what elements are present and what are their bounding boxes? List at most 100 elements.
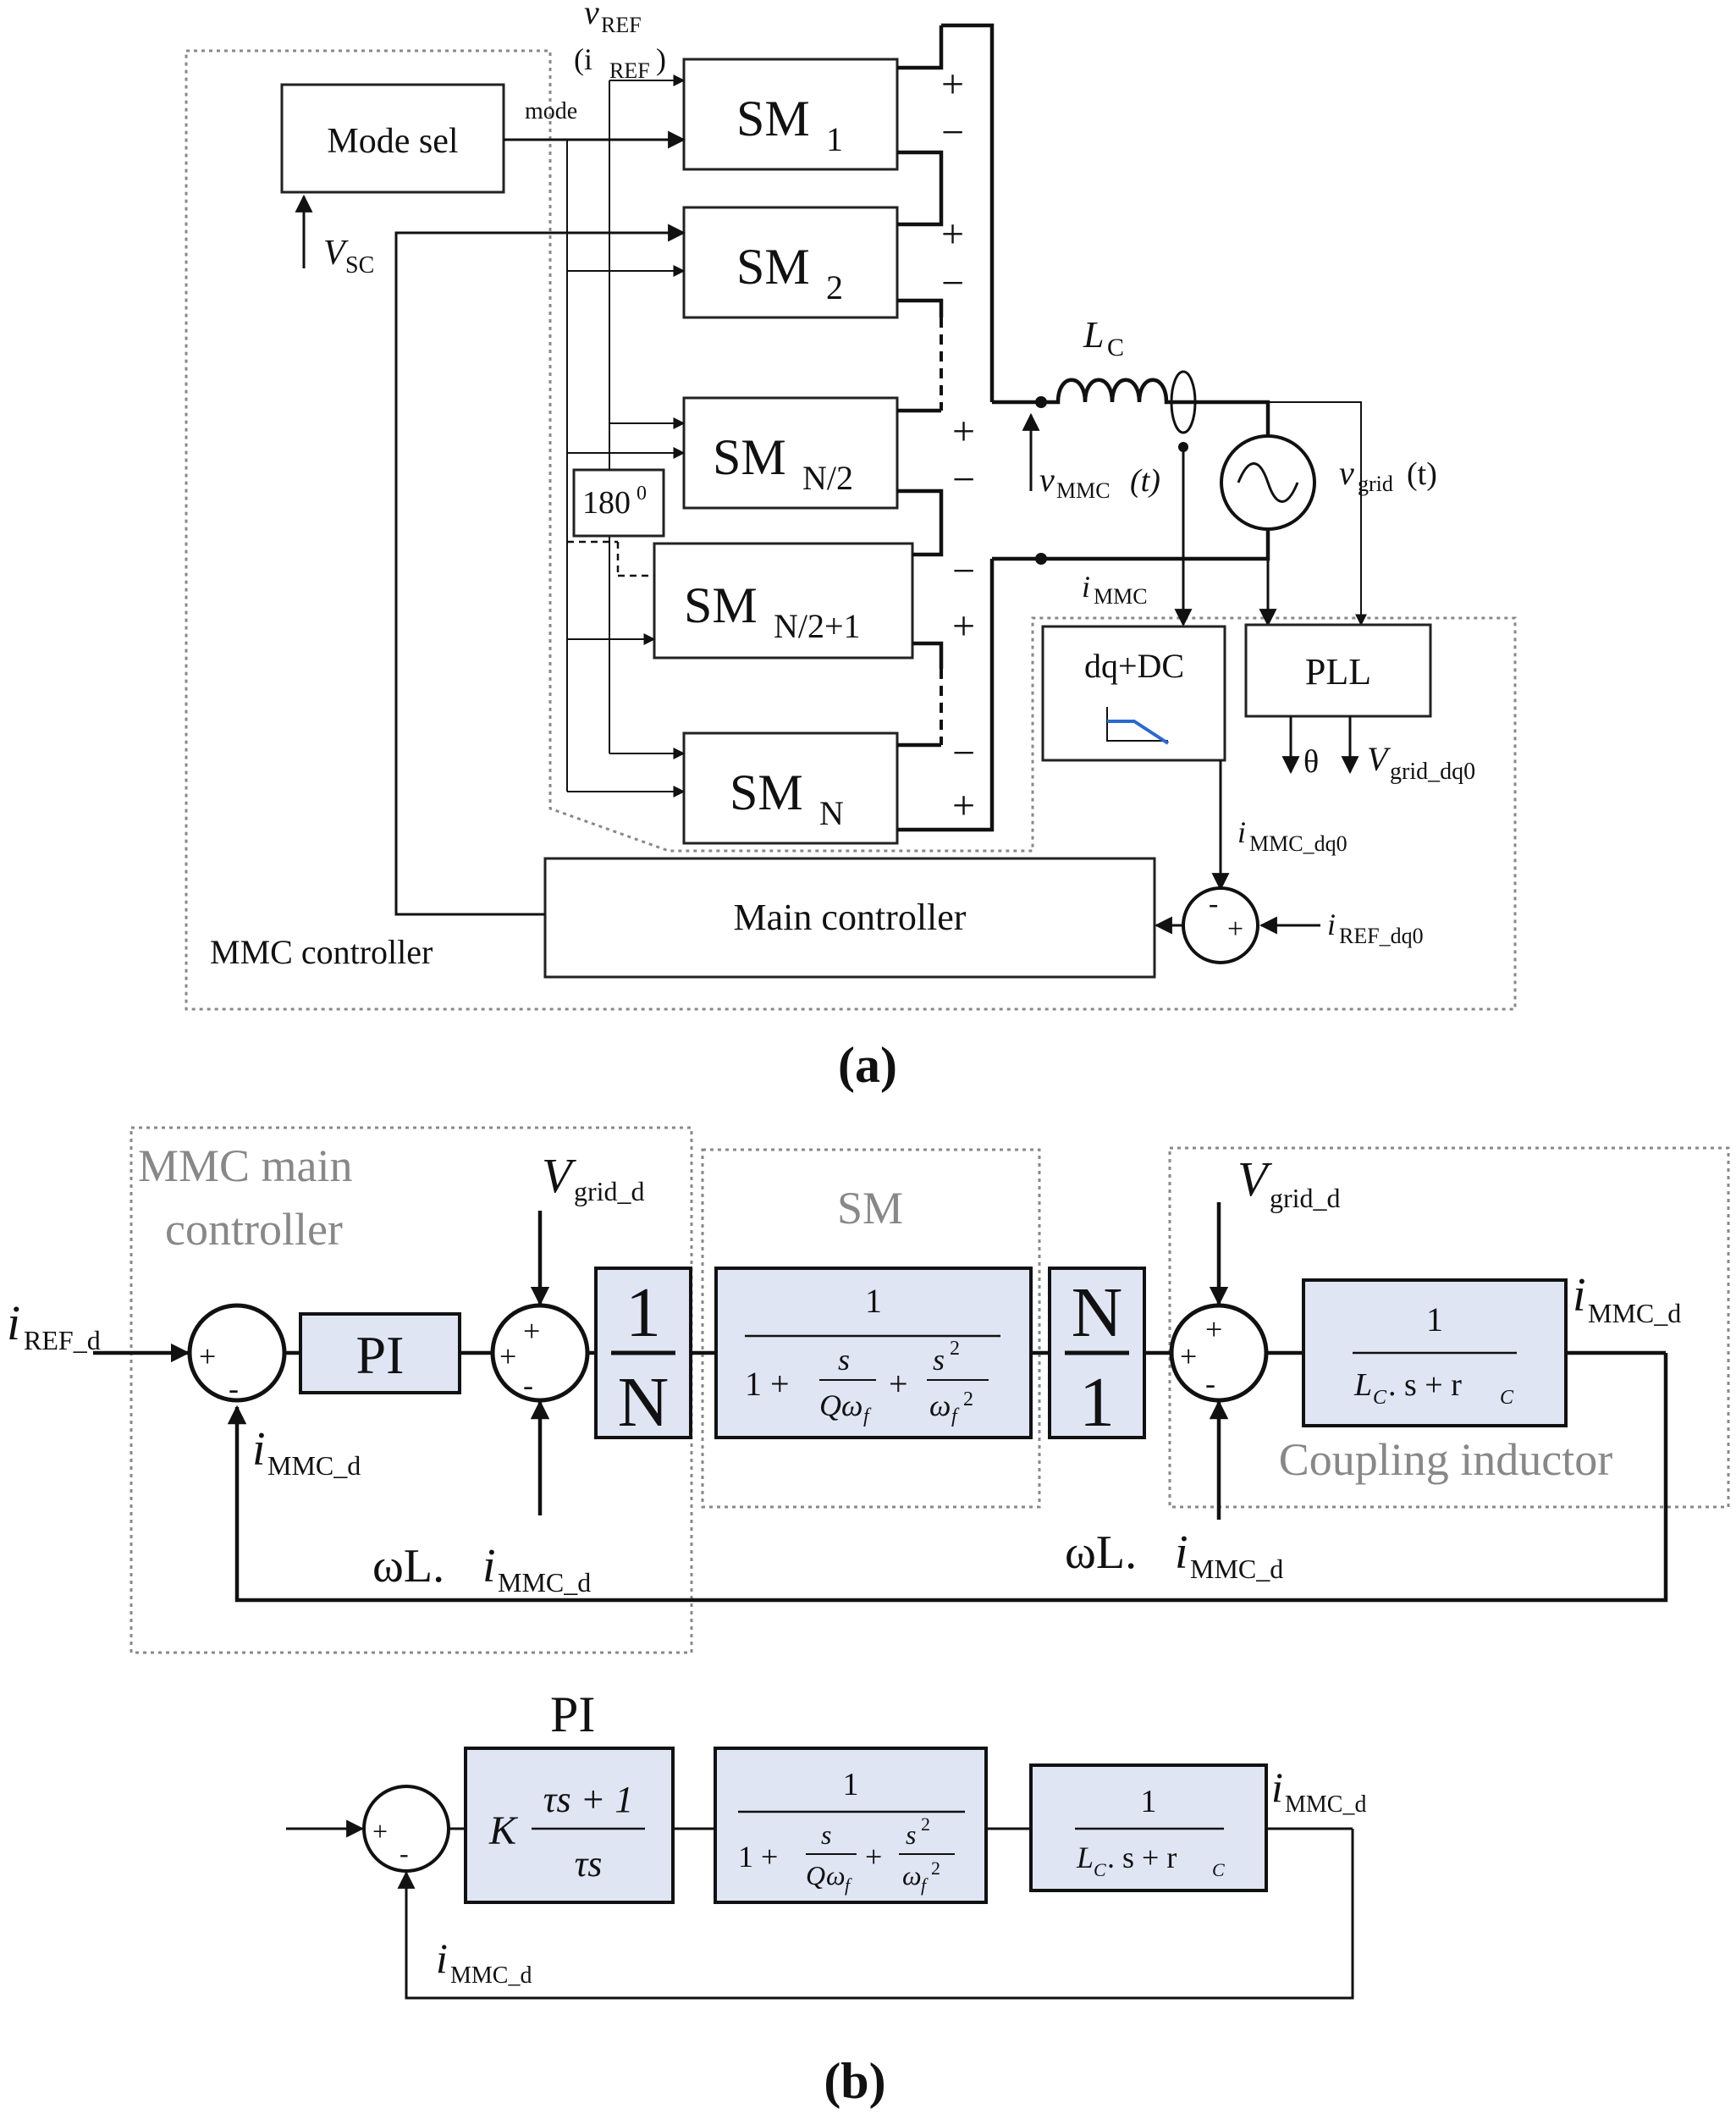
vmmc-sub: MMC	[1056, 478, 1110, 503]
theta-label: θ	[1303, 744, 1319, 780]
sum-c-minus: -	[400, 1838, 409, 1868]
sm1-plus: +	[941, 62, 964, 107]
sm-tf-w: ω	[841, 1388, 862, 1422]
wl-label-1: ωL.	[372, 1540, 444, 1592]
simp-immc-fb-sub: MMC_d	[450, 1962, 532, 1989]
pll-label: PLL	[1305, 651, 1371, 693]
sm-tf-lead: 1 +	[745, 1365, 790, 1403]
simp-sm-w2: ω	[902, 1860, 922, 1890]
control-wires	[504, 75, 686, 798]
ind-tf-num: 1	[1426, 1300, 1443, 1338]
smn-sub: N	[819, 794, 844, 832]
sm-tf-s2: s	[933, 1343, 945, 1377]
sm-tf-plus: +	[889, 1365, 908, 1403]
vsc-sub: SC	[345, 252, 374, 279]
panel-b: MMC main controller SM Coupling inductor…	[7, 1126, 1730, 2109]
sm-n21-sub: N/2+1	[774, 607, 861, 645]
sm2-sub: 2	[826, 268, 843, 306]
smn2-minus: −	[952, 457, 975, 502]
sm-tf-s: s	[838, 1343, 850, 1377]
simp-sm-s: s	[821, 1819, 831, 1850]
simp-sm-lead: 1 +	[738, 1840, 778, 1874]
vgrid-sense-wire	[1268, 401, 1367, 626]
mode-sel-label: Mode sel	[327, 122, 458, 161]
simp-sm-block	[714, 1747, 988, 1904]
vmmc-arg: (t)	[1130, 463, 1160, 499]
pll-block	[1244, 623, 1432, 718]
simp-sm-f2: f	[921, 1874, 929, 1896]
sum-b3-plus-left: +	[1180, 1339, 1197, 1373]
sm1-minus: −	[941, 110, 964, 155]
wl-i-2: i	[1175, 1526, 1188, 1579]
simp-ind-num: 1	[1141, 1784, 1157, 1819]
panel-a: Mode sel V SC v REF (i REF ) mode SM 1 S…	[185, 0, 1517, 1093]
immc-d-fb-label: i	[252, 1423, 266, 1476]
gain-1n-num: 1	[626, 1273, 661, 1352]
wl-sub-1: MMC_d	[498, 1567, 591, 1598]
simp-sm-sq: 2	[921, 1813, 930, 1835]
iref-close: )	[656, 42, 666, 76]
immc-d-fb-sub: MMC_d	[267, 1450, 361, 1481]
simp-ind-l: L	[1076, 1841, 1094, 1874]
dqdc-label: dq+DC	[1084, 647, 1184, 685]
sm1-sub: 1	[826, 120, 843, 158]
sm-chain-power	[897, 23, 1041, 832]
pi-label: PI	[356, 1325, 405, 1385]
sum-b3-plus-top: +	[1205, 1312, 1222, 1346]
wl-sub-2: MMC_d	[1190, 1554, 1283, 1584]
vgrid-label: v	[1339, 454, 1354, 492]
sm-blocks: SM 1 SM 2 SM N/2 SM N/2+1 SM N	[653, 58, 914, 845]
iref-d-sub: REF_d	[24, 1325, 101, 1355]
simp-sm-s2: s	[906, 1819, 916, 1850]
vgrid-d-sub-2: grid_d	[1270, 1183, 1341, 1213]
sm-polarity: + − + − + − − + − +	[941, 62, 975, 828]
sm-tf-block	[714, 1267, 1033, 1439]
immc-d-out-label: i	[1573, 1269, 1586, 1322]
vgrid-d-sub-1: grid_d	[574, 1176, 645, 1206]
sm2-plus: +	[941, 212, 964, 257]
sum-b2-plus-left: +	[499, 1339, 516, 1373]
sm-tf-sq: 2	[950, 1338, 960, 1360]
sum-c-plus: +	[372, 1816, 388, 1846]
vsc-label: V	[323, 234, 349, 273]
group-coupling-label: Coupling inductor	[1279, 1434, 1612, 1485]
iref-sub: REF	[609, 58, 650, 83]
sm1-block	[682, 58, 899, 171]
ind-tf-rest: . s + r	[1388, 1367, 1462, 1403]
mmc-controller-label: MMC controller	[210, 933, 433, 971]
sum-b1-minus: -	[229, 1372, 239, 1405]
immc-dq0-sub: MMC_dq0	[1249, 831, 1347, 856]
sum-junction-a	[1182, 886, 1259, 964]
simp-immc-out-label: i	[1271, 1763, 1283, 1811]
vgrid-dq0-label: V	[1367, 740, 1392, 778]
lc-sub: C	[1107, 334, 1124, 362]
sm-tf-sq2: 2	[963, 1388, 973, 1410]
simp-immc-fb-label: i	[436, 1935, 448, 1982]
current-sensor	[1170, 370, 1197, 434]
simp-pi-den: τs	[575, 1843, 603, 1885]
smn21-minus: −	[952, 549, 975, 593]
sm-tf-f: f	[863, 1405, 872, 1427]
ind-tf-c: C	[1373, 1387, 1387, 1409]
sum-a-plus: +	[1227, 913, 1243, 945]
sine-icon	[1237, 462, 1299, 503]
sm1-label: SM	[736, 91, 810, 146]
sm-tf-f2: f	[951, 1405, 960, 1427]
main-ctrl-wire	[394, 224, 686, 916]
gain-n1-den: 1	[1079, 1363, 1115, 1442]
sum-b3-minus: -	[1205, 1366, 1215, 1400]
vgrid-sub: grid	[1358, 472, 1393, 496]
phase-label: 180	[582, 485, 631, 521]
dqdc-block	[1041, 625, 1226, 762]
smn-minus: −	[952, 731, 975, 775]
vgrid-d-label-2: V	[1237, 1151, 1273, 1206]
simp-ind-rest: . s + r	[1107, 1841, 1177, 1874]
panel-b-simplified: + - PI K τs + 1 τs 1 1 + s Q ω f + s 2 ω…	[286, 1686, 1366, 2000]
sm-tf-num: 1	[865, 1282, 882, 1320]
immc-label: i	[1082, 570, 1090, 604]
sm-n21-label: SM	[684, 577, 758, 633]
pi-block	[299, 1312, 461, 1394]
simp-k: K	[488, 1808, 519, 1853]
svg-text:(i: (i	[574, 42, 592, 76]
